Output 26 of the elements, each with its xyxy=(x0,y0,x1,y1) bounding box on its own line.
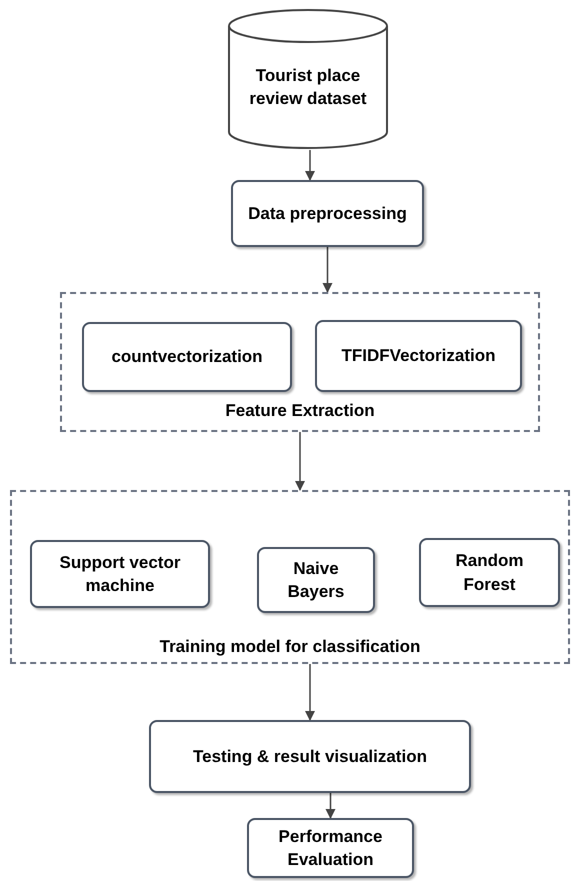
dashed-group-frame xyxy=(60,292,540,432)
node-label: Support vector machine xyxy=(58,552,182,597)
process-box xyxy=(247,818,414,878)
process-box xyxy=(231,180,424,247)
arrow xyxy=(322,247,332,293)
process-box xyxy=(419,538,560,607)
node-label: Performance Evaluation xyxy=(278,826,384,871)
node-label: countvectorization xyxy=(111,346,263,368)
process-box xyxy=(257,547,375,613)
arrow xyxy=(295,432,305,491)
process-box xyxy=(82,322,292,392)
dashed-group-frame xyxy=(10,490,570,664)
arrow xyxy=(326,793,336,819)
node-label: Data preprocessing xyxy=(248,202,407,225)
group-label: Feature Extraction xyxy=(224,400,376,422)
node-label: Testing & result visualization xyxy=(193,746,427,768)
node-label: Tourist place review dataset xyxy=(248,64,368,110)
process-box xyxy=(30,540,210,608)
node-label: Naive Bayers xyxy=(286,558,346,603)
arrow xyxy=(305,150,315,181)
process-box xyxy=(149,720,471,793)
node-label: TFIDFVectorization xyxy=(342,345,496,368)
arrow xyxy=(305,664,315,721)
group-label: Training model for classification xyxy=(158,636,422,658)
node-label: Random Forest xyxy=(454,550,524,596)
process-box xyxy=(315,320,522,392)
